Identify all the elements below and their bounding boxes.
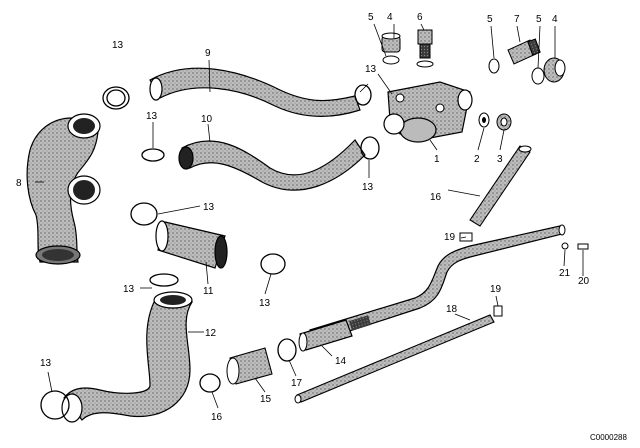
- label-5-mid: 5: [487, 14, 493, 25]
- label-17: 17: [291, 378, 303, 389]
- sensor-7: [507, 38, 541, 65]
- callout-labels: 4 5 6 5 7 5 4 13 1 2 3 13 9 10 13 13 8 1…: [16, 12, 627, 442]
- label-9: 9: [205, 48, 211, 59]
- sensor-6: [416, 29, 434, 68]
- label-2: 2: [474, 154, 480, 165]
- label-16-lower: 16: [211, 412, 223, 423]
- label-13-right: 13: [259, 298, 271, 309]
- label-15: 15: [260, 394, 272, 405]
- label-3: 3: [497, 154, 503, 165]
- label-13-hose11: 13: [203, 202, 215, 213]
- label-13-clamp: 13: [146, 111, 158, 122]
- thermostat-housing-1: [383, 81, 473, 143]
- label-20: 20: [578, 276, 590, 287]
- seal-5-right: [531, 67, 545, 85]
- plug-3: [496, 113, 512, 131]
- pipe-14: [298, 224, 566, 352]
- clamp-16: [199, 373, 221, 393]
- label-10: 10: [201, 114, 213, 125]
- hose-10: [178, 139, 366, 191]
- label-4-right: 4: [552, 14, 558, 25]
- label-13-top-right: 13: [365, 64, 377, 75]
- plug-4-right: [543, 57, 566, 83]
- leader-lines: [35, 23, 584, 409]
- sleeve-15: [226, 347, 273, 385]
- hose-11: [155, 220, 228, 269]
- label-4-left: 4: [387, 12, 393, 23]
- label-7: 7: [514, 14, 520, 25]
- seal-5-left: [382, 55, 400, 65]
- label-11: 11: [203, 286, 214, 297]
- seal-5-mid: [488, 58, 500, 74]
- label-5-right: 5: [536, 14, 542, 25]
- label-19-upper: 19: [444, 232, 456, 243]
- label-8: 8: [16, 178, 22, 189]
- label-14: 14: [335, 356, 347, 367]
- label-13-bottom-left: 13: [40, 358, 52, 369]
- hose-8: [26, 113, 101, 265]
- label-18: 18: [446, 304, 458, 315]
- clamps-13: [40, 84, 380, 420]
- label-19-lower: 19: [490, 284, 502, 295]
- gasket-2: [478, 112, 490, 128]
- reference-code: C0000288: [590, 433, 627, 442]
- label-1: 1: [434, 154, 440, 165]
- bolt-20-21: [561, 242, 589, 250]
- label-13-top-left: 13: [112, 40, 124, 51]
- hose-9: [149, 67, 361, 117]
- label-13-left-arrow: 13: [123, 284, 135, 295]
- label-6: 6: [417, 12, 423, 23]
- tube-16: [469, 145, 532, 227]
- plug-4-left: [381, 32, 401, 53]
- pipe-18: [294, 314, 495, 404]
- label-21: 21: [559, 268, 571, 279]
- label-12: 12: [205, 328, 217, 339]
- hose-12: [61, 291, 194, 423]
- clamp-17: [277, 338, 297, 362]
- label-16-upper: 16: [430, 192, 442, 203]
- label-13-mid: 13: [362, 182, 374, 193]
- label-5-left: 5: [368, 12, 374, 23]
